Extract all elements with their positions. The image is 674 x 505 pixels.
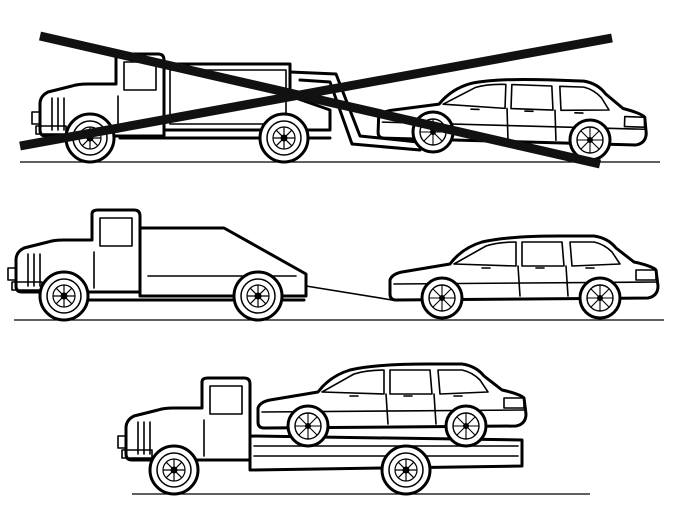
panel-lift-tow (19, 31, 660, 169)
cross-out-line (19, 33, 613, 151)
towed-car (388, 234, 660, 320)
panel-flatbed (116, 362, 590, 496)
cross-out-line (38, 31, 602, 169)
towing-truck (6, 208, 308, 322)
panel-rope-tow (6, 208, 664, 322)
loaded-car (256, 362, 528, 448)
tow-rope (305, 285, 393, 301)
